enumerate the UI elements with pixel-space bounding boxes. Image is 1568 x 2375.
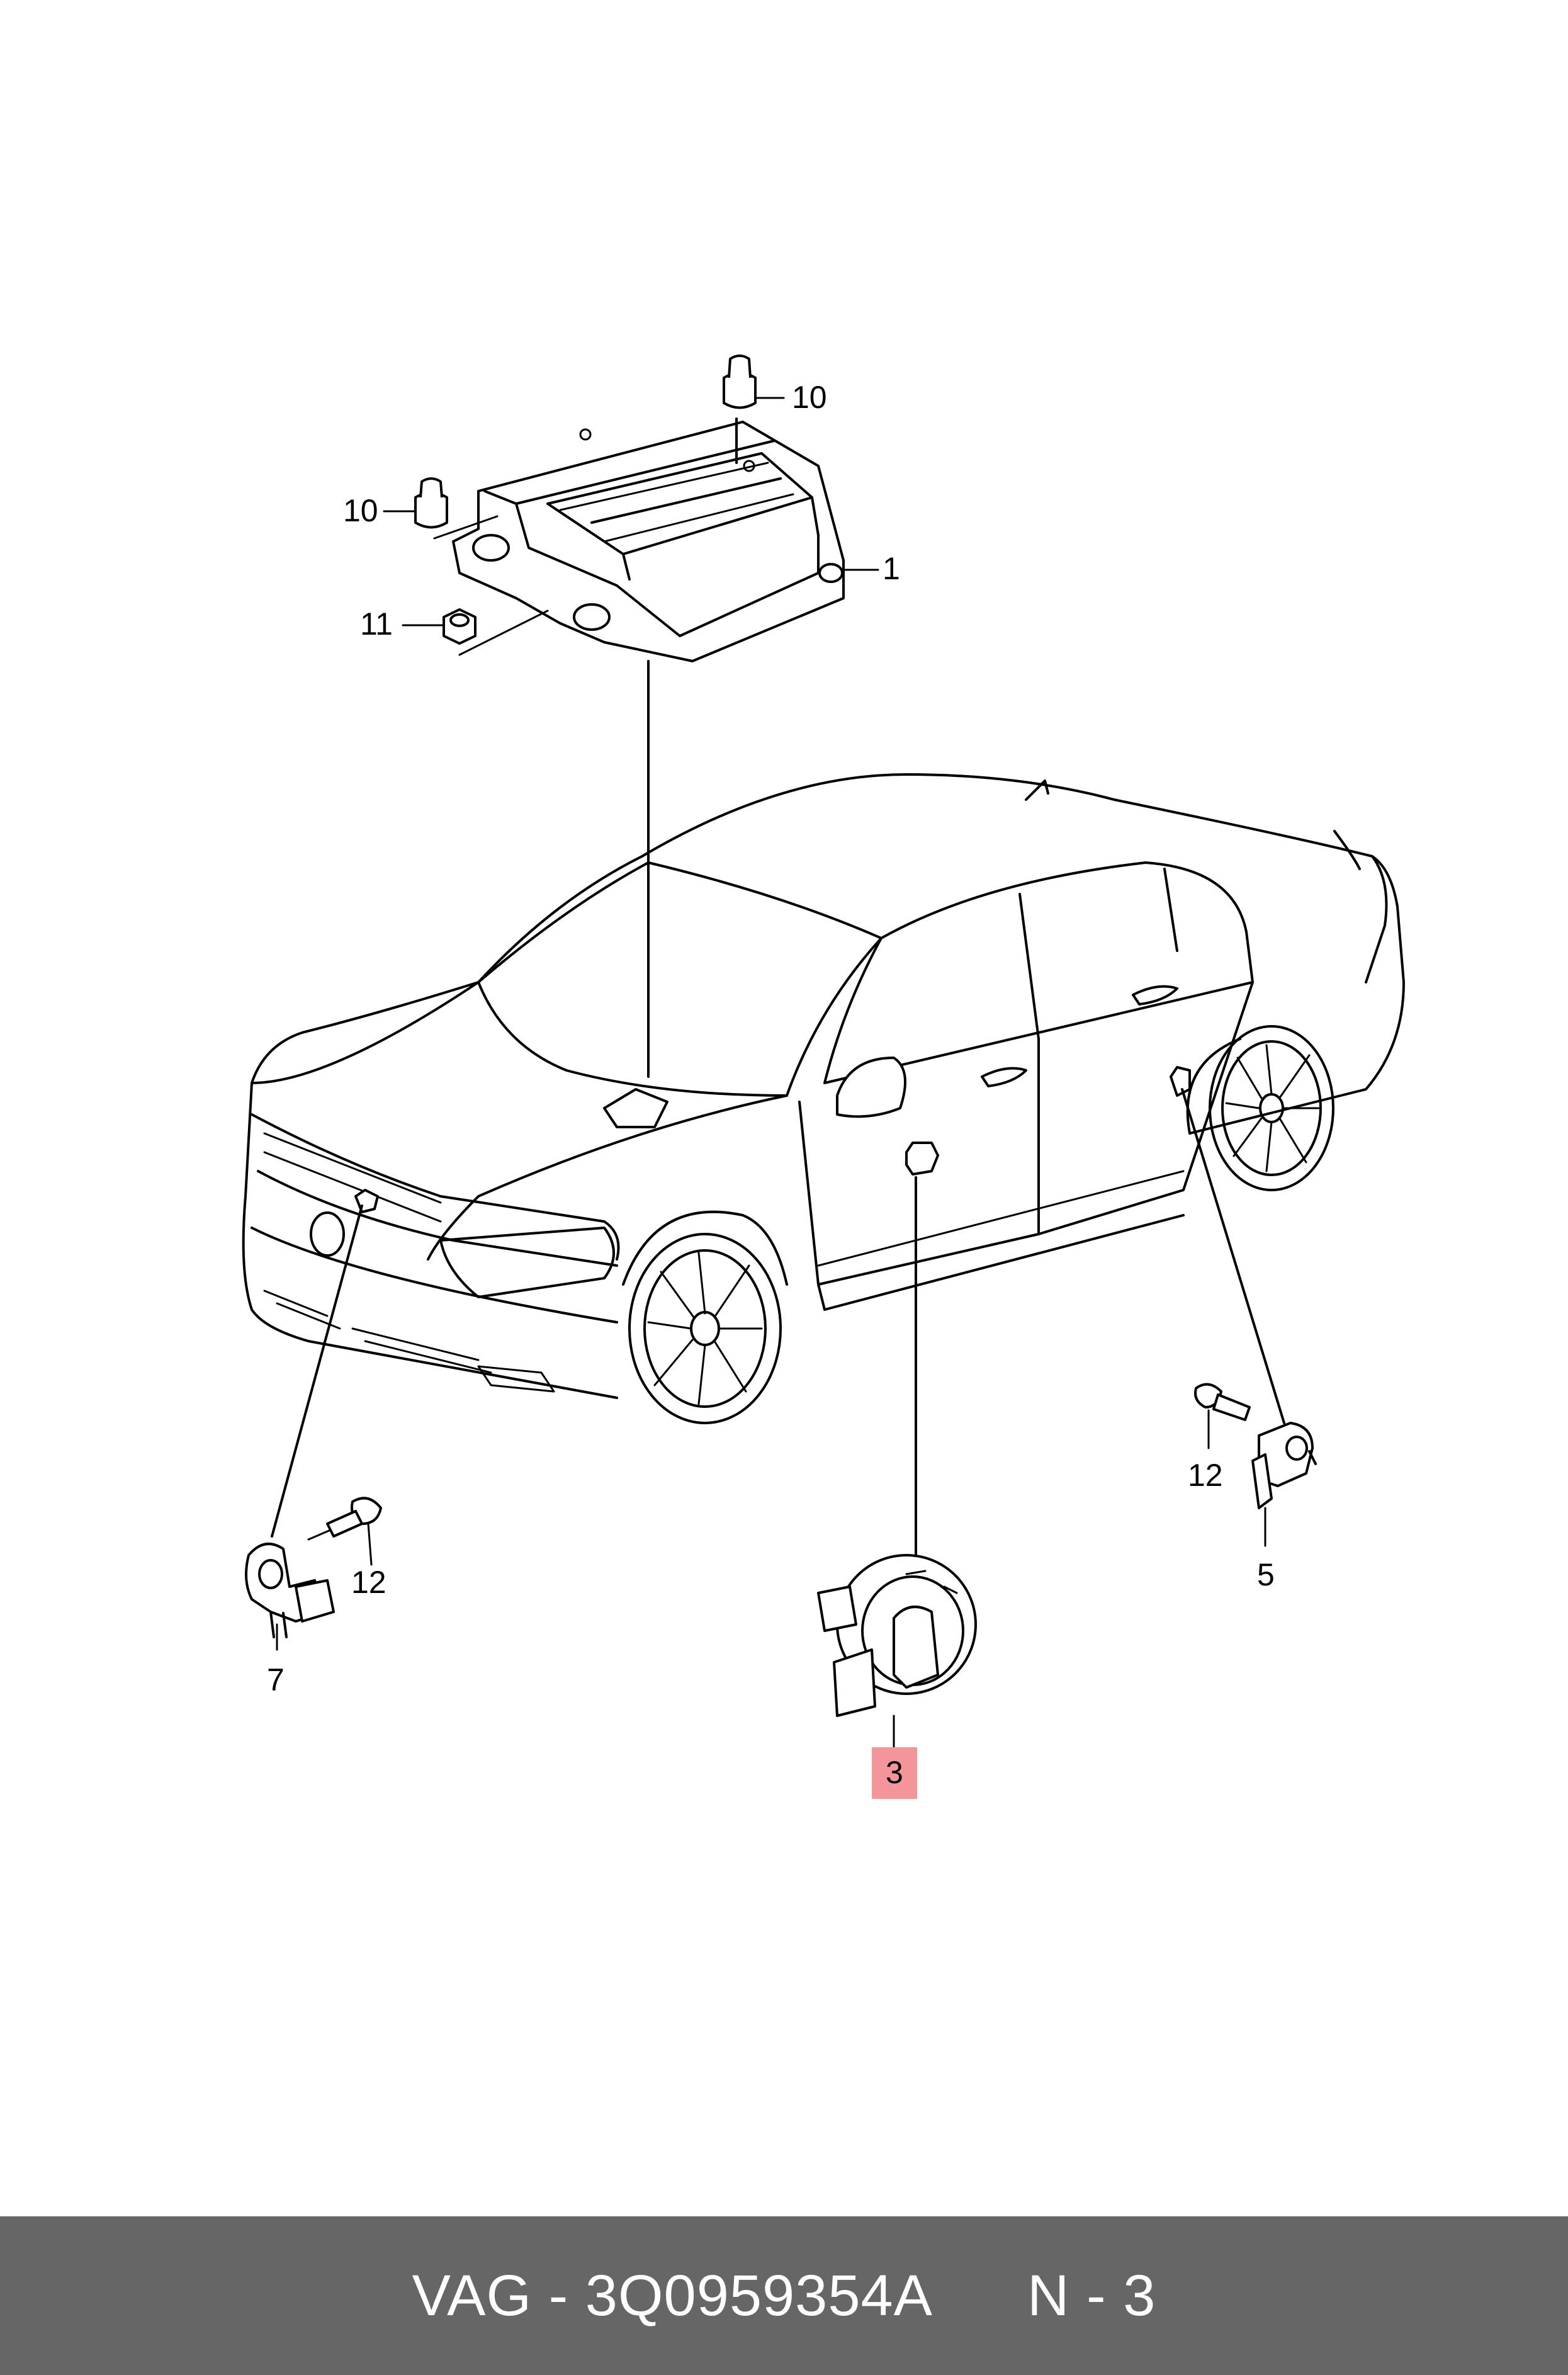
part-code: VAG - 3Q0959354A (412, 2263, 933, 2328)
callout-1: 1 (883, 551, 900, 586)
bolt-12-left (307, 1497, 382, 1566)
crash-sensor-5 (1251, 1422, 1317, 1509)
crash-sensor-3 (817, 1554, 977, 1717)
nut-10-left (383, 477, 499, 540)
crash-sensor-7 (245, 1543, 335, 1638)
airbag-control-unit (452, 417, 845, 662)
callout-12-right: 12 (1188, 1458, 1223, 1493)
part-position: N - 3 (1027, 2263, 1156, 2328)
bolt-12-right (1194, 1383, 1251, 1449)
callout-10-top: 10 (792, 380, 827, 415)
leader-sensor-5 (1181, 1088, 1285, 1424)
callout-5: 5 (1257, 1557, 1275, 1592)
callout-7: 7 (267, 1662, 285, 1698)
leader-sensor-7 (271, 1205, 363, 1538)
callout-11: 11 (360, 606, 393, 642)
callout-3-highlight (872, 1747, 917, 1799)
nut-10-top (723, 354, 785, 409)
callout-10-left: 10 (343, 493, 378, 528)
car-illustration (242, 773, 1405, 1424)
nut-11 (402, 608, 549, 656)
callout-3: 3 (886, 1755, 903, 1790)
parts-diagram: 10 10 1 11 12 12 7 5 3 (242, 354, 1405, 1799)
part-number-footer: VAG - 3Q0959354A N - 3 (0, 2216, 1568, 2375)
callout-12-left: 12 (351, 1565, 386, 1600)
